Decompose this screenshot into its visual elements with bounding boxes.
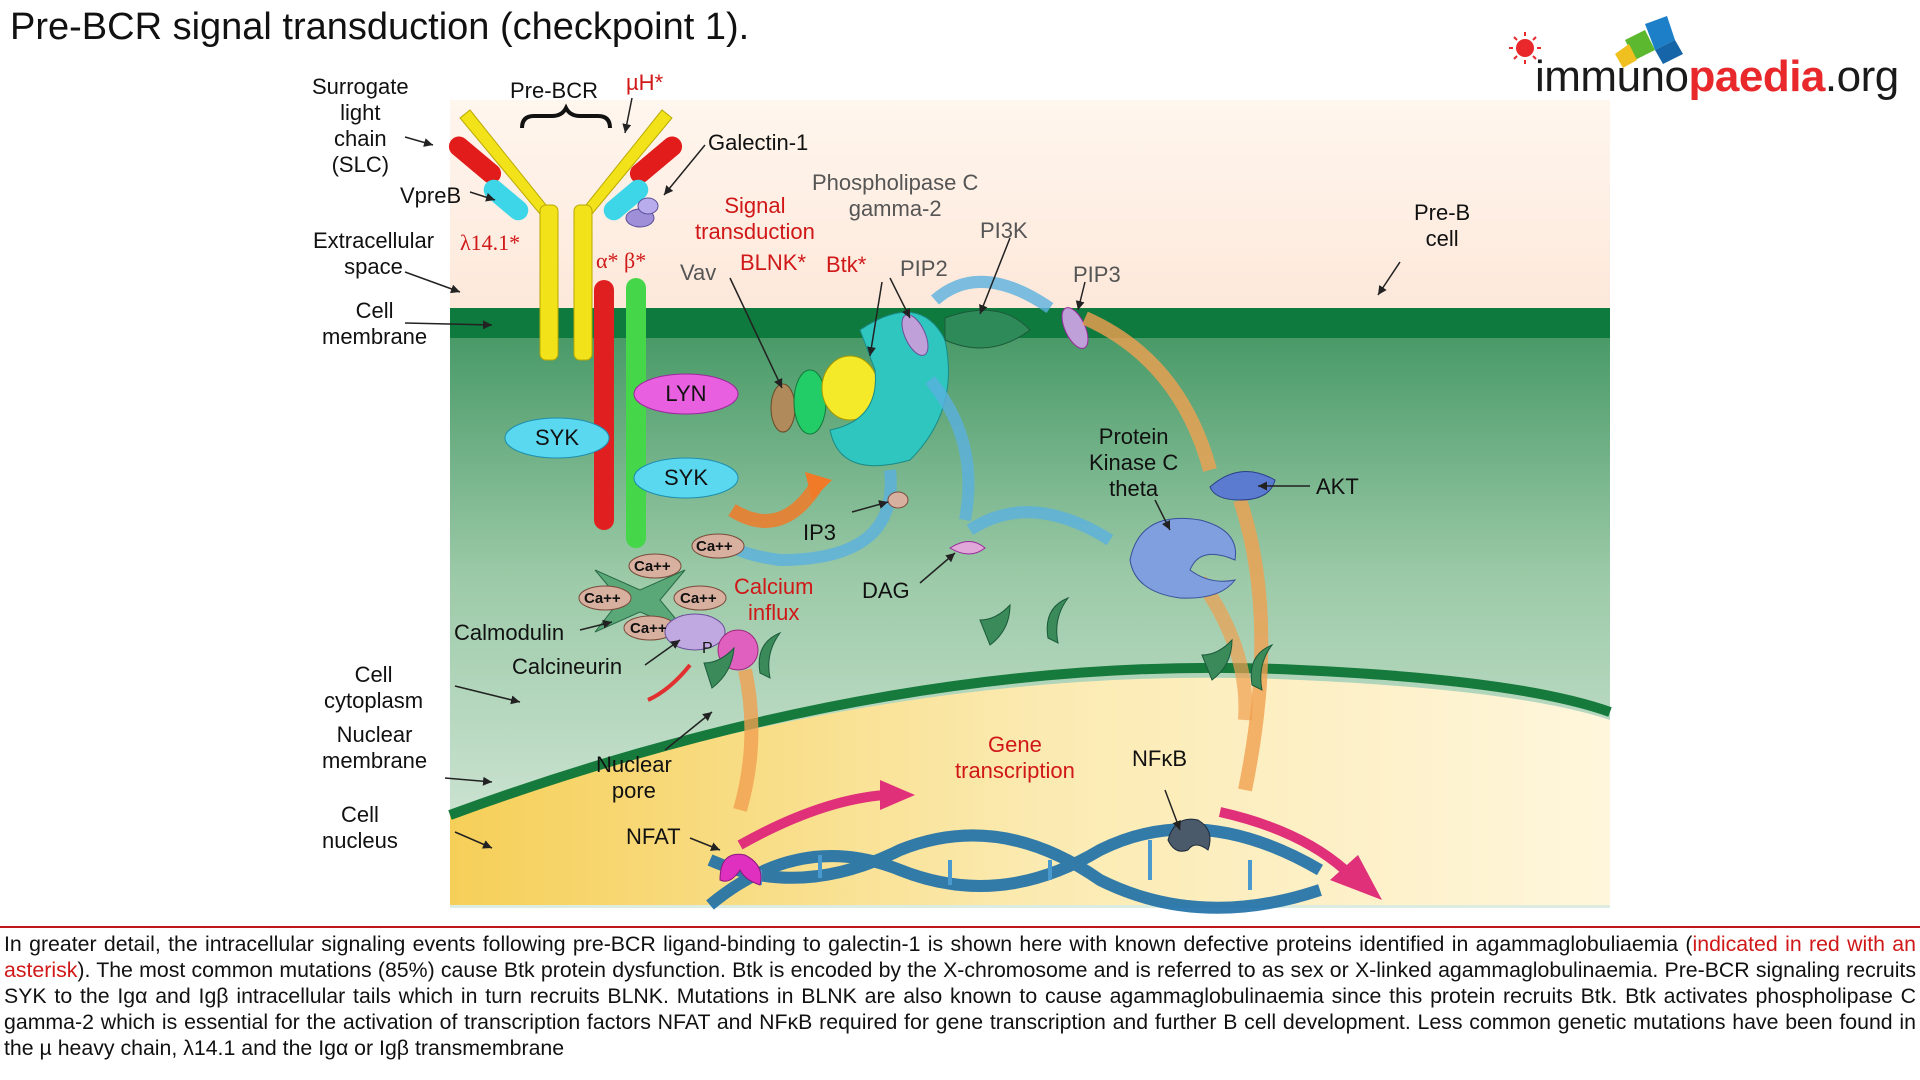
- caption-divider: [0, 926, 1920, 928]
- nuclear-membrane-line: [448, 662, 1612, 820]
- logo-text-immuno: immuno: [1535, 52, 1689, 101]
- logo-cubes-icon: [1509, 16, 1683, 68]
- caption-highlight: indicated in red with an asterisk: [4, 932, 1916, 982]
- syk-node-2: [633, 457, 739, 499]
- ca-label-4: Ca++: [680, 590, 717, 607]
- ca-ion-5: [691, 533, 745, 559]
- mu-h-label: µH*: [626, 70, 664, 95]
- signal-transduction-label: Signal transduction: [695, 193, 815, 244]
- lyn-label: LYN: [665, 381, 707, 406]
- p-label: P: [702, 640, 713, 657]
- cell-cytoplasm-label: Cell cytoplasm: [324, 662, 424, 713]
- akt-shape: [1209, 471, 1276, 501]
- pre-bcr-receptor: [448, 109, 683, 548]
- lyn-node: [633, 373, 739, 415]
- calcineurin-to-nfat-arrow: [733, 668, 759, 812]
- pip2-to-pip3-arrow: [931, 275, 1054, 313]
- ca-label-2: Ca++: [634, 558, 671, 575]
- calcium-influx-label: Calcium influx: [734, 574, 814, 625]
- calcineurin-shape: [664, 613, 726, 651]
- protein-kinase-c-theta-label: Protein Kinase C theta: [1089, 424, 1179, 501]
- pip3-label: PIP3: [1073, 262, 1121, 287]
- pi3k-shape: [944, 309, 1031, 349]
- syk-to-signalosome-arrow: [728, 483, 821, 528]
- gene-transcription-label: Gene transcription: [955, 732, 1075, 783]
- immunopaedia-logo[interactable]: immunopaedia.org: [1505, 10, 1915, 105]
- extracellular-space-label: Extracellular space: [313, 228, 435, 279]
- calcineurin-red-arrow: [647, 663, 692, 702]
- ca-ion-1: [628, 553, 682, 579]
- ip3-label: IP3: [803, 520, 837, 545]
- pre-bcr-diagram: [404, 97, 1612, 914]
- caption-part-1: In greater detail, the intracellular sig…: [4, 932, 1693, 956]
- page-title: Pre-BCR signal transduction (checkpoint …: [10, 6, 750, 48]
- vpreb-label: VpreB: [400, 183, 462, 208]
- blnk-shape: [793, 369, 827, 435]
- ca-label-5: Ca++: [630, 620, 667, 637]
- nfat-transcription-arrow: [737, 790, 886, 850]
- dna-rungs: [758, 840, 1252, 890]
- calmodulin-label: Calmodulin: [454, 620, 565, 645]
- pip2-label: PIP2: [900, 256, 948, 281]
- nfkb-label: NFκB: [1132, 746, 1187, 771]
- syk-label-1: SYK: [534, 425, 580, 450]
- surrogate-light-chain-label: Surrogate light chain (SLC): [312, 74, 409, 177]
- cell-membrane-band: [450, 308, 1610, 338]
- galectin-1-label: Galectin-1: [708, 130, 809, 155]
- logo-text-paedia: paedia: [1688, 52, 1826, 101]
- nfkb-transcription-arrow: [1218, 807, 1349, 874]
- syk-label-2: SYK: [663, 465, 709, 490]
- blnk-label: BLNK*: [740, 250, 807, 275]
- ca-ion-2: [578, 585, 632, 611]
- btk-label: Btk*: [826, 252, 867, 277]
- ca-ion-3: [673, 585, 727, 611]
- dag-shape: [949, 541, 986, 555]
- vav-label: Vav: [680, 260, 717, 285]
- dag-label: DAG: [862, 578, 910, 603]
- pre-bcr-label: Pre-BCR: [510, 78, 599, 103]
- calcineurin-label: Calcineurin: [512, 654, 623, 679]
- caption-part-2: ). The most common mutations (85%) cause…: [4, 958, 1916, 1060]
- ca-label-1: Ca++: [696, 538, 733, 555]
- logo-text-org: .org: [1824, 52, 1899, 101]
- cell-membrane-label: Cell membrane: [322, 298, 428, 349]
- syk-node-1: [504, 417, 610, 459]
- akt-label: AKT: [1316, 474, 1359, 499]
- nfat-label: NFAT: [626, 824, 681, 849]
- ip3-shape: [887, 491, 909, 509]
- nuclear-pores: [703, 596, 1274, 691]
- lambda-14-1-label: λ14.1*: [460, 230, 521, 255]
- pkc-to-nfkb-arrow: [1194, 575, 1253, 721]
- caption-text: In greater detail, the intracellular sig…: [4, 931, 1916, 1061]
- cell-nucleus-label: Cell nucleus: [322, 802, 398, 853]
- nuclear-membrane-label: Nuclear membrane: [322, 722, 428, 773]
- vav-shape: [770, 383, 796, 433]
- pi3k-label: PI3K: [980, 218, 1028, 243]
- pkc-theta-shape: [1129, 517, 1237, 599]
- plc-to-dag-arrow: [925, 376, 975, 522]
- label-leader-lines: [404, 97, 1401, 851]
- ca-label-3: Ca++: [584, 590, 621, 607]
- pre-b-cell-label: Pre-B cell: [1414, 200, 1471, 251]
- nfat-shape: [719, 853, 762, 886]
- dna-helix: [706, 823, 1324, 914]
- nuclear-pore-label: Nuclear pore: [596, 752, 672, 803]
- logo-text: immunopaedia.org: [1535, 52, 1899, 102]
- dag-to-pkc-arrow: [966, 506, 1114, 546]
- pip3-to-akt-arrow: [1082, 311, 1217, 472]
- phospholipase-c-gamma2-label: Phospholipase C gamma-2: [812, 170, 979, 221]
- pre-bcr-brace: [520, 103, 612, 129]
- akt-to-nucleus-arrow: [1233, 497, 1269, 792]
- alpha-beta-label: α* β*: [596, 248, 647, 273]
